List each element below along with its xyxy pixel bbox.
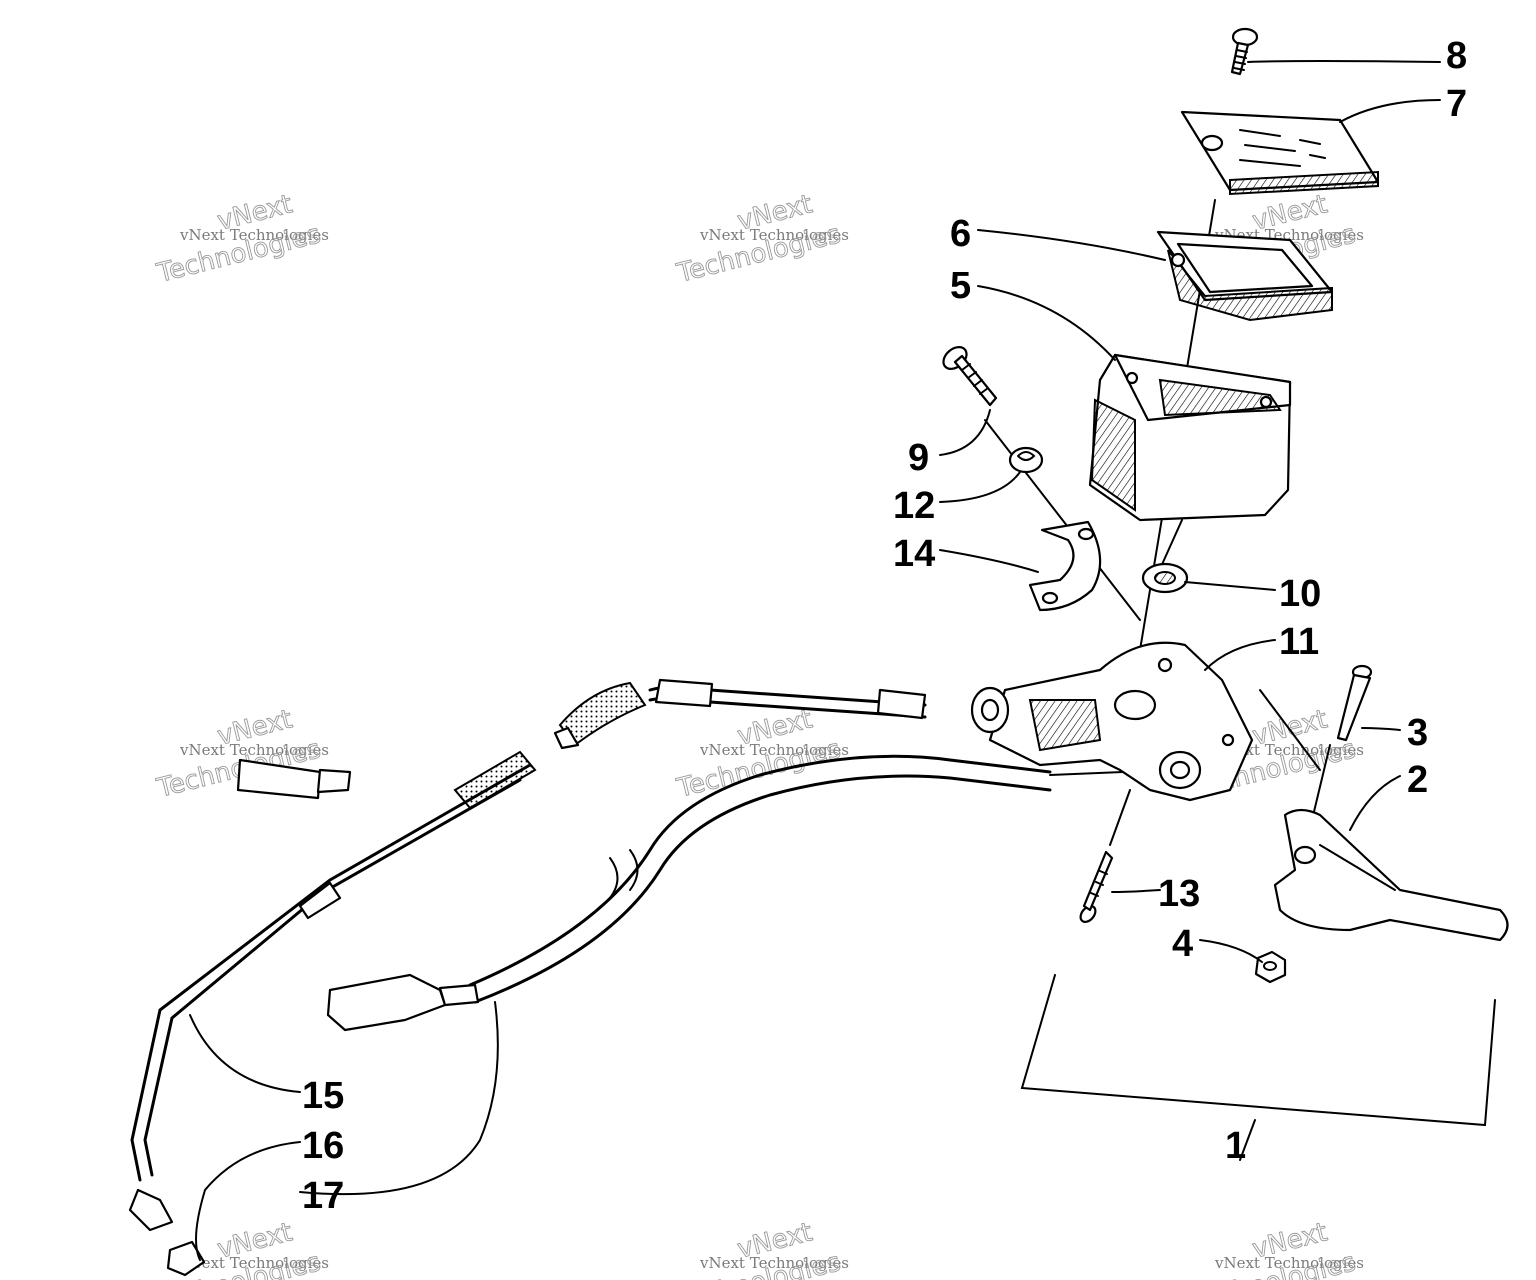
callout-10: 10 [1279, 573, 1321, 615]
callout-1: 1 [1225, 1125, 1246, 1167]
part-17-switch-wire [236, 754, 1052, 1032]
svg-text:vNext Technologies: vNext Technologies [179, 226, 329, 244]
part-14-clamp [1028, 520, 1102, 612]
callout-4: 4 [1172, 923, 1193, 965]
callout-14: 14 [893, 533, 935, 575]
callout-7: 7 [1446, 83, 1467, 125]
watermark: vNext Technologies vNext Technologies [673, 1217, 849, 1280]
svg-text:vNext Technologies: vNext Technologies [179, 741, 329, 759]
callout-11: 11 [1279, 621, 1319, 663]
part-15-brake-hose [128, 678, 927, 1277]
part-5-reservoir [1088, 353, 1292, 522]
callout-3: 3 [1407, 712, 1428, 754]
part-6-gasket [1156, 230, 1334, 322]
part-4-nut [1254, 950, 1287, 984]
svg-text:vNext Technologies: vNext Technologies [1214, 741, 1364, 759]
part-1-kit-outline [1020, 974, 1496, 1127]
part-7-cover [1180, 110, 1380, 196]
callout-6: 6 [950, 213, 971, 255]
callout-16: 16 [302, 1125, 344, 1167]
svg-text:vNext Technologies: vNext Technologies [699, 226, 849, 244]
callout-9: 9 [908, 437, 929, 479]
leader-lines [189, 60, 1441, 1261]
svg-text:vNext Technologies: vNext Technologies [179, 1254, 329, 1272]
svg-text:vNext Technologies: vNext Technologies [1214, 1254, 1364, 1272]
watermark: vNext Technologies vNext Technologies [673, 704, 849, 805]
part-8-screw [1230, 27, 1259, 76]
callout-17: 17 [302, 1175, 344, 1217]
part-2-lever [1273, 808, 1509, 942]
callout-5: 5 [950, 265, 971, 307]
part-9-screw [942, 346, 998, 407]
svg-text:vNext Technologies: vNext Technologies [699, 741, 849, 759]
callout-2: 2 [1407, 759, 1428, 801]
part-3-bolt [1336, 664, 1373, 742]
part-11-master-cylinder [970, 641, 1254, 802]
callout-15: 15 [302, 1075, 344, 1117]
watermark: vNext Technologies vNext Technologies [673, 189, 849, 290]
part-12-lock-washer [1008, 446, 1044, 474]
part-13-screw [1079, 850, 1114, 923]
watermark: vNext Technologies vNext Technologies [1188, 1217, 1364, 1280]
watermark: vNext Technologies vNext Technologies [153, 189, 329, 290]
callout-13: 13 [1158, 873, 1200, 915]
svg-text:vNext Technologies: vNext Technologies [699, 1254, 849, 1272]
callout-12: 12 [893, 485, 935, 527]
callout-8: 8 [1446, 35, 1467, 77]
callout-labels: 8 7 6 5 9 12 14 10 11 3 2 13 4 1 15 16 1… [302, 35, 1467, 1217]
part-10-grommet [1141, 562, 1189, 594]
